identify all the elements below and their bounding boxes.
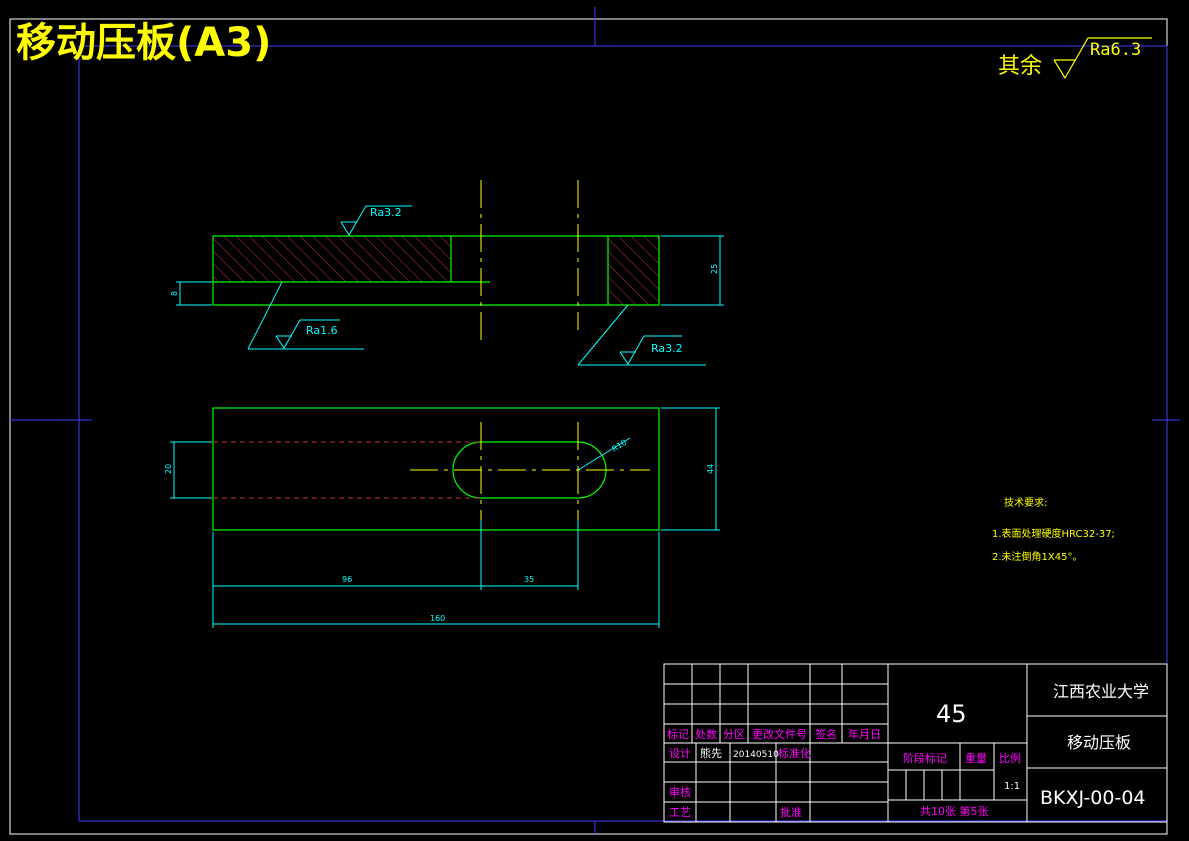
tb-weight-label: 重量	[965, 751, 987, 765]
tb-scale-label: 比例	[999, 751, 1021, 765]
inner-border	[78, 45, 1168, 822]
top-view	[212, 407, 660, 531]
tb-header-1: 处数	[695, 728, 717, 741]
tb-part-name: 移动压板	[1067, 733, 1131, 752]
dimension-r10	[577, 437, 631, 471]
tb-header-2: 分区	[723, 728, 745, 741]
drawing-title: 移动压板(A3)	[16, 20, 271, 66]
roughness-bottom-right-symbol	[577, 304, 706, 366]
tb-school: 江西农业大学	[1053, 682, 1149, 701]
dimension-44	[661, 407, 720, 531]
centering-marks	[10, 7, 1180, 834]
roughness-general-symbol	[1053, 37, 1152, 80]
tech-req-item-1: 1.表面处理硬度HRC32-37;	[992, 527, 1115, 540]
hatch-left	[213, 236, 451, 282]
tb-material: 45	[936, 700, 967, 728]
plate-outline	[212, 407, 660, 531]
dim-44-text: 44	[706, 464, 715, 474]
roughness-top-value: Ra3.2	[370, 206, 402, 219]
dim-35-text: 35	[524, 575, 534, 584]
tb-drawing-no: BKXJ-00-04	[1040, 787, 1146, 809]
tb-approve-label: 批准	[780, 805, 802, 819]
dim-20-text: 20	[164, 464, 173, 474]
section-view	[212, 180, 660, 340]
dim-25-text: 25	[710, 264, 719, 274]
hatch-right	[608, 236, 659, 305]
tb-header-3: 更改文件号	[752, 727, 807, 741]
tb-sheets: 共10张 第5张	[920, 804, 989, 818]
tb-stage-label: 阶段标记	[903, 751, 947, 765]
dim-96-text: 96	[342, 575, 352, 584]
tech-req-heading: 技术要求:	[1004, 496, 1047, 509]
tb-header-0: 标记	[667, 727, 689, 741]
roughness-bottom-left-symbol	[247, 281, 364, 350]
tb-check-label: 审核	[669, 785, 691, 799]
tech-req-item-2: 2.未注倒角1X45°。	[992, 550, 1082, 563]
roughness-general-prefix: 其余	[998, 54, 1042, 79]
dimension-horizontal	[212, 520, 660, 628]
tb-standardize-label: 标准化	[778, 746, 811, 760]
tb-design-label: 设计	[669, 747, 691, 760]
tb-header-4: 签名	[815, 727, 837, 741]
roughness-top-symbol	[340, 205, 412, 236]
outer-border	[9, 18, 1168, 835]
tb-scale-value: 1:1	[1004, 781, 1020, 792]
roughness-bottom-left-value: Ra1.6	[306, 324, 338, 337]
corner-marks	[78, 45, 1168, 822]
dimension-8	[176, 281, 212, 306]
tb-header-5: 年月日	[848, 727, 881, 741]
dim-160-text: 160	[430, 614, 445, 623]
title-block	[663, 663, 1168, 823]
slot-outline	[452, 441, 607, 499]
dimension-25	[661, 235, 724, 306]
roughness-bottom-right-value: Ra3.2	[651, 342, 683, 355]
dim-8-text: 8	[170, 291, 179, 296]
tb-process-label: 工艺	[669, 806, 691, 819]
dimension-20	[170, 441, 212, 499]
roughness-general-value: Ra6.3	[1090, 40, 1141, 60]
tb-date: 20140510	[733, 750, 779, 760]
tb-designer: 熊先	[700, 746, 722, 760]
